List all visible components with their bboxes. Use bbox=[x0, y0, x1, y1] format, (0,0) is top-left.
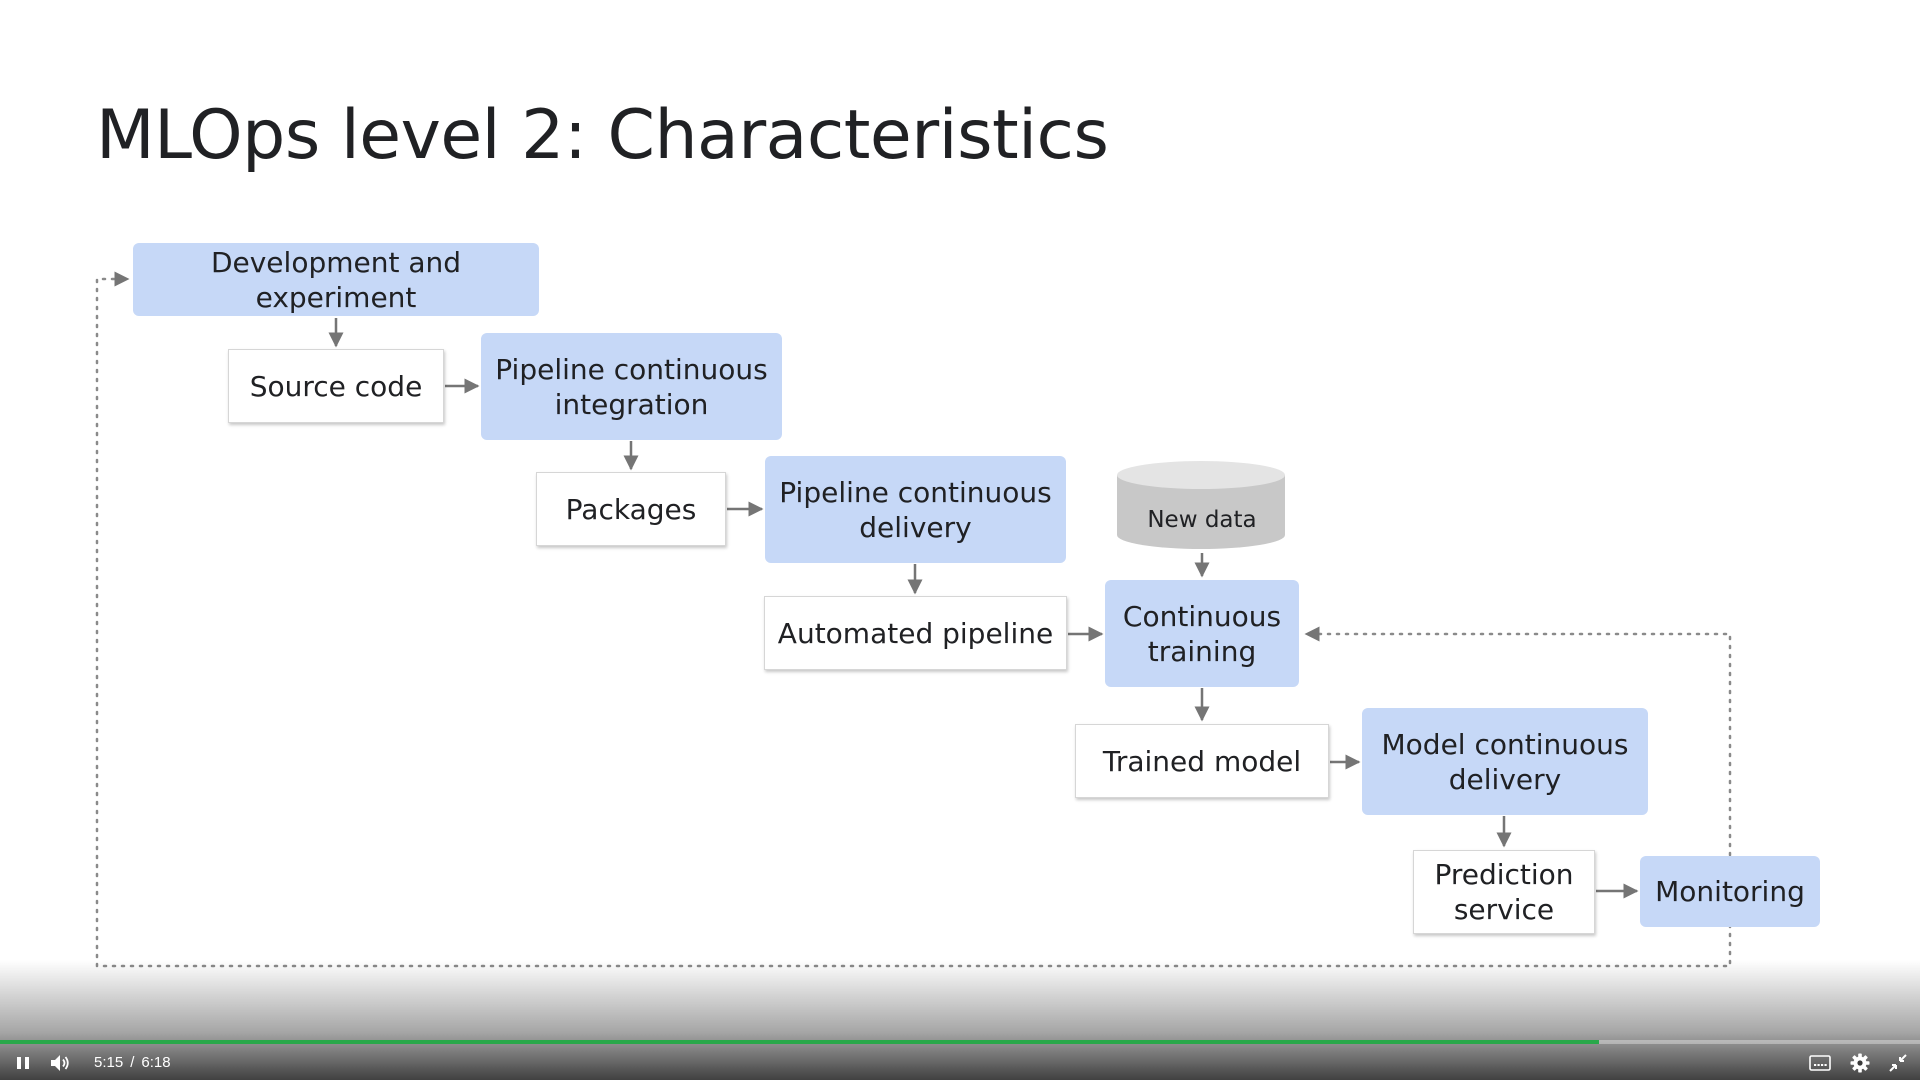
gear-icon bbox=[1850, 1053, 1870, 1073]
new-data-label: New data bbox=[1147, 507, 1257, 533]
development-and-experiment-node: Development and experiment bbox=[133, 243, 539, 316]
continuous-training-node: Continuous training bbox=[1105, 580, 1299, 687]
monitoring-label: Monitoring bbox=[1655, 875, 1805, 908]
trained-model-node: Trained model bbox=[1075, 724, 1329, 798]
packages-node: Packages bbox=[536, 472, 726, 546]
ct-label-line1: Continuous bbox=[1122, 599, 1282, 633]
pcd-label-line2: delivery bbox=[859, 510, 972, 544]
ps-label-line1: Prediction bbox=[1434, 858, 1574, 891]
automated-pipeline-label: Automated pipeline bbox=[777, 616, 1054, 650]
ps-label-line2: service bbox=[1453, 893, 1555, 926]
pipeline-continuous-delivery-node: Pipeline continuous delivery bbox=[765, 456, 1066, 563]
play-pause-button[interactable] bbox=[10, 1050, 36, 1076]
volume-button[interactable] bbox=[46, 1049, 74, 1077]
model-continuous-delivery-node: Model continuous delivery bbox=[1362, 708, 1648, 815]
captions-button[interactable] bbox=[1806, 1050, 1834, 1076]
exit-fullscreen-button[interactable] bbox=[1884, 1049, 1912, 1077]
source-code-node: Source code bbox=[228, 349, 444, 423]
controls-gradient bbox=[0, 960, 1920, 1080]
exit-fullscreen-icon bbox=[1889, 1054, 1907, 1072]
progress-bar-played bbox=[0, 1040, 1600, 1044]
ct-label-line2: training bbox=[1147, 634, 1257, 668]
duration: 6:18 bbox=[141, 1054, 171, 1071]
automated-pipeline-node: Automated pipeline bbox=[764, 596, 1067, 670]
time-separator: / bbox=[130, 1054, 135, 1071]
volume-icon bbox=[51, 1055, 69, 1071]
pipeline-continuous-integration-node: Pipeline continuous integration bbox=[481, 333, 782, 440]
progress-bar[interactable] bbox=[0, 1040, 1920, 1044]
pause-icon bbox=[17, 1057, 29, 1069]
pci-label-line2: integration bbox=[554, 387, 709, 421]
prediction-service-node: Prediction service bbox=[1413, 850, 1595, 934]
pcd-label-line1: Pipeline continuous bbox=[779, 475, 1052, 509]
packages-label: Packages bbox=[565, 492, 697, 526]
dev-label: Development and experiment bbox=[210, 245, 462, 314]
monitoring-node: Monitoring bbox=[1640, 856, 1820, 927]
pci-label-line1: Pipeline continuous bbox=[495, 352, 768, 386]
settings-button[interactable] bbox=[1846, 1049, 1874, 1077]
mcd-label-line1: Model continuous bbox=[1381, 727, 1629, 761]
time-display: 5:15 / 6:18 bbox=[94, 1052, 171, 1074]
source-code-label: Source code bbox=[249, 369, 423, 403]
new-data-store bbox=[1117, 461, 1285, 549]
feedback-loop-inner bbox=[1304, 626, 1732, 857]
mcd-label-line2: delivery bbox=[1448, 762, 1562, 796]
slide-title: MLOps level 2: Characteristics bbox=[96, 96, 1109, 175]
trained-model-label: Trained model bbox=[1102, 744, 1302, 778]
captions-icon bbox=[1809, 1055, 1831, 1071]
current-time: 5:15 bbox=[94, 1054, 124, 1071]
